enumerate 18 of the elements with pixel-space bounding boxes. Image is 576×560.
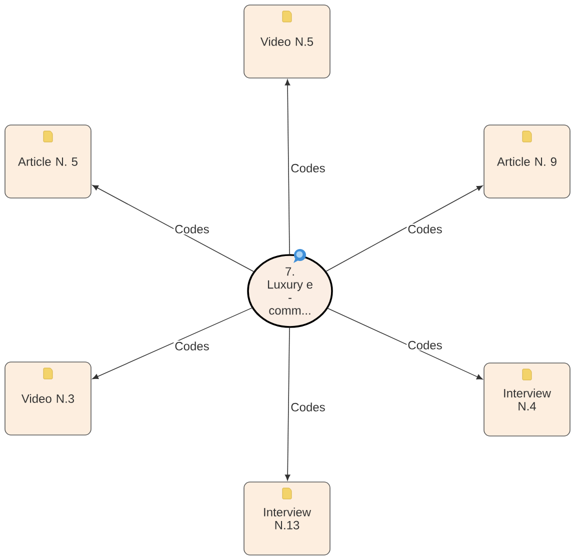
edge-label: Codes (406, 340, 444, 350)
arrow (284, 328, 290, 481)
document-box: Article N. 9 (484, 124, 570, 198)
edge-label: Codes (174, 340, 210, 352)
document-box: Article N. 5 (4, 124, 92, 198)
arrow (326, 185, 483, 272)
arrow (284, 79, 290, 255)
arrow (92, 308, 252, 380)
arrow (327, 308, 483, 380)
arrow (92, 184, 254, 272)
edge-label: Codes (290, 162, 326, 174)
edge-label: Codes (406, 224, 444, 234)
edge-label: Codes (174, 224, 210, 234)
document-box: Interview N.13 (244, 482, 330, 556)
document-box: Video N.3 (4, 362, 92, 436)
document-box: Interview N.4 (484, 362, 570, 436)
edge-label: Codes (290, 402, 326, 412)
document-box: Video N.5 (244, 4, 330, 78)
